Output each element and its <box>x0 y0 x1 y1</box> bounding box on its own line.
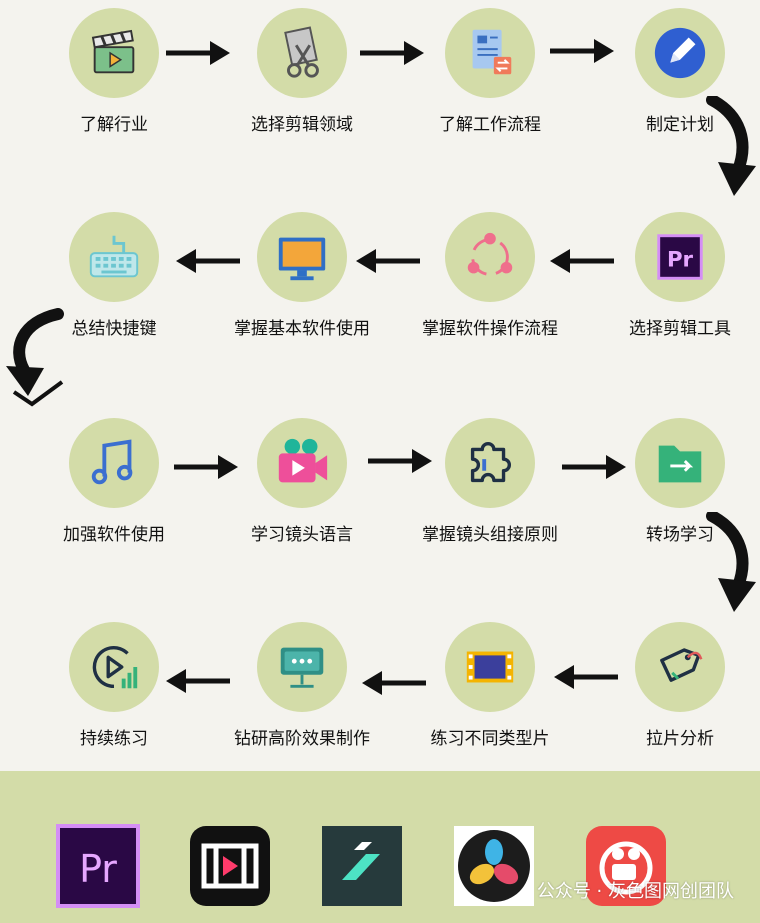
davinci-resolve-logo <box>454 826 534 906</box>
arrow-right-icon <box>550 39 614 63</box>
step-label: 持续练习 <box>80 729 148 749</box>
step-4: 制定计划 <box>590 8 760 135</box>
step-5: Pr 选择剪辑工具 <box>590 212 760 339</box>
kuaiying-logo <box>586 826 666 906</box>
curved-arrow-down-icon <box>6 308 64 407</box>
film-scissors-icon <box>284 26 319 78</box>
step-8: 总结快捷键 <box>24 212 204 339</box>
step-label: 掌握软件操作流程 <box>422 319 558 339</box>
step-label: 钻研高阶效果制作 <box>234 729 370 749</box>
step-6: 掌握软件操作流程 <box>400 212 580 339</box>
step-3: 了解工作流程 <box>400 8 580 135</box>
puzzle-icon <box>470 441 512 483</box>
arrow-left-icon <box>166 669 230 693</box>
step-label: 选择剪辑工具 <box>629 319 731 339</box>
premiere-icon: Pr <box>657 234 703 280</box>
arrow-left-icon <box>550 249 614 273</box>
step-label: 掌握镜头组接原则 <box>422 525 558 545</box>
step-10: 学习镜头语言 <box>212 418 392 545</box>
step-label: 了解工作流程 <box>439 115 541 135</box>
step-label: 加强软件使用 <box>63 525 165 545</box>
video-camera-icon <box>278 438 328 483</box>
step-15: 钻研高阶效果制作 <box>212 622 392 749</box>
arrow-left-icon <box>356 249 420 273</box>
arrow-right-icon <box>166 41 230 65</box>
step-label: 练习不同类型片 <box>430 729 550 749</box>
step-label: 总结快捷键 <box>71 319 157 339</box>
presentation-board-icon <box>280 647 324 688</box>
filmstrip-icon <box>466 651 514 683</box>
tag-icon <box>660 648 703 682</box>
arrow-right-icon <box>360 41 424 65</box>
music-note-icon <box>91 439 133 485</box>
step-16: 持续练习 <box>24 622 204 749</box>
curved-arrow-down-icon <box>706 512 756 612</box>
software-logo-band: Pr 公众号 · 灰色图网创团队 <box>0 771 760 923</box>
play-progress-icon <box>92 645 138 689</box>
step-label: 拉片分析 <box>646 729 714 749</box>
step-9: 加强软件使用 <box>24 418 204 545</box>
step-label: 制定计划 <box>646 115 714 135</box>
step-2: 选择剪辑领域 <box>212 8 392 135</box>
arrow-right-icon <box>562 455 626 479</box>
step-label: 选择剪辑领域 <box>251 115 353 135</box>
step-13: 拉片分析 <box>590 622 760 749</box>
arrow-left-icon <box>176 249 240 273</box>
folder-arrow-icon <box>658 445 702 483</box>
step-12: 转场学习 <box>590 418 760 545</box>
premiere-pro-logo: Pr <box>56 824 140 908</box>
monitor-icon <box>278 237 326 281</box>
step-label: 了解行业 <box>80 115 148 135</box>
arrow-left-icon <box>554 665 618 689</box>
arrow-left-icon <box>362 671 426 695</box>
svg-text:Pr: Pr <box>667 248 694 273</box>
curved-arrow-down-icon <box>706 96 756 196</box>
clapperboard-icon <box>91 29 135 74</box>
filmora-logo <box>322 826 402 906</box>
step-11: 掌握镜头组接原则 <box>400 418 580 545</box>
premiere-logo-text: Pr <box>79 847 117 891</box>
step-label: 掌握基本软件使用 <box>234 319 370 339</box>
step-label: 转场学习 <box>646 525 714 545</box>
document-transfer-icon <box>472 29 512 75</box>
pencil-icon <box>654 27 706 79</box>
step-1: 了解行业 <box>24 8 204 135</box>
keyboard-icon <box>89 235 139 278</box>
step-7: 掌握基本软件使用 <box>212 212 392 339</box>
watermark-text: 公众号 · 灰色图网创团队 <box>536 881 734 902</box>
arrow-right-icon <box>174 455 238 479</box>
arrow-right-icon <box>368 449 432 473</box>
share-nodes-icon <box>467 232 513 276</box>
step-label: 学习镜头语言 <box>251 525 353 545</box>
step-14: 练习不同类型片 <box>400 622 580 749</box>
video-editor-logo <box>190 826 270 906</box>
